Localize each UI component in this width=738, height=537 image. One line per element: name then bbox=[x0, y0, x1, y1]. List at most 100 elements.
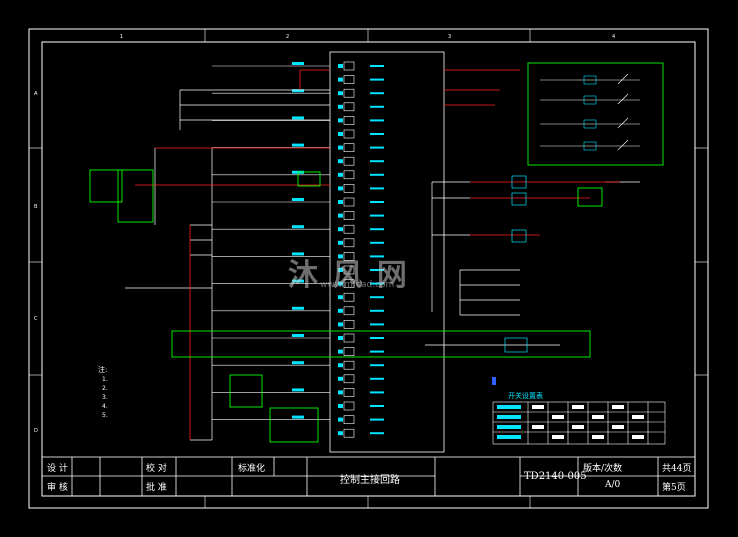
contact-icon bbox=[583, 75, 597, 85]
table-cell-mark-icon bbox=[592, 435, 604, 439]
version-label: 版本/次数 bbox=[583, 464, 623, 474]
terminal-marker-icon bbox=[338, 91, 343, 96]
grid-col-4: 4 bbox=[612, 34, 615, 40]
terminal-label-icon bbox=[370, 133, 384, 135]
watermark-url: www.mfcad.com bbox=[320, 280, 395, 290]
right-red-wiring bbox=[444, 69, 620, 236]
terminal-coil-icon bbox=[343, 279, 355, 288]
terminal-marker-icon bbox=[338, 322, 343, 327]
terminal-coil-icon bbox=[343, 320, 355, 329]
terminal-marker-icon bbox=[338, 308, 343, 313]
terminal-label-icon bbox=[370, 418, 384, 421]
notes-line-2: 2. bbox=[102, 385, 108, 392]
terminal-label-icon bbox=[370, 119, 384, 122]
terminal-label-icon bbox=[370, 364, 384, 367]
grid-col-3: 3 bbox=[448, 34, 451, 40]
terminal-coil-icon bbox=[343, 75, 355, 84]
terminal-coil-icon bbox=[343, 306, 355, 316]
approve-label: 批 准 bbox=[146, 483, 167, 493]
terminal-label-icon bbox=[370, 350, 384, 353]
right-coils bbox=[504, 175, 528, 353]
terminal-coil-icon bbox=[343, 428, 355, 438]
terminal-coil-icon bbox=[343, 170, 355, 180]
wire-tag-icon bbox=[292, 361, 304, 365]
wire-tag-icon bbox=[292, 252, 304, 256]
grid-col-2: 2 bbox=[286, 34, 289, 40]
switch-contact-icon bbox=[617, 117, 629, 129]
wire-tag-icon bbox=[292, 279, 304, 283]
design-label: 设 计 bbox=[47, 464, 68, 474]
terminal-label-icon bbox=[370, 201, 384, 203]
terminal-marker-icon bbox=[338, 145, 343, 150]
terminal-marker-icon bbox=[338, 404, 343, 408]
table-cell-mark-icon bbox=[632, 415, 644, 419]
terminal-marker-icon bbox=[338, 254, 343, 259]
title-block bbox=[41, 456, 696, 497]
review-label: 审 核 bbox=[47, 483, 68, 493]
terminal-coil-icon bbox=[343, 143, 355, 152]
terminal-marker-icon bbox=[338, 132, 343, 136]
terminal-label-icon bbox=[370, 228, 384, 231]
grid-labels: 1 2 3 4 A B C D bbox=[34, 34, 615, 434]
terminal-marker-icon bbox=[338, 159, 343, 164]
terminal-coil-icon bbox=[343, 238, 355, 248]
terminal-marker-icon bbox=[338, 336, 343, 340]
wire-tag-icon bbox=[292, 89, 304, 93]
watermark-text: 沐 风 网 bbox=[288, 258, 409, 293]
right-contacts bbox=[540, 73, 640, 151]
terminal-coil-icon bbox=[343, 102, 355, 112]
blue-note-marker bbox=[492, 377, 496, 385]
table-cell-mark-icon bbox=[592, 415, 604, 419]
terminal-column bbox=[329, 51, 445, 453]
switch-table-cells bbox=[497, 405, 644, 439]
terminal-marker-icon bbox=[338, 295, 343, 300]
table-cell-mark-icon bbox=[532, 405, 544, 409]
table-cell-mark-icon bbox=[572, 405, 584, 409]
wire-tag-icon bbox=[292, 334, 304, 337]
left-green-boxes bbox=[89, 169, 321, 443]
table-cell-mark-icon bbox=[532, 425, 544, 429]
notes-heading: 注: bbox=[98, 366, 108, 374]
terminal-coil-icon bbox=[343, 184, 355, 193]
outer-frame bbox=[28, 28, 709, 509]
table-cell-mark-icon bbox=[612, 405, 624, 409]
wire-tag-icon bbox=[292, 143, 304, 147]
wire-tag-icon bbox=[292, 62, 304, 65]
standard-label: 标准化 bbox=[238, 464, 266, 474]
terminal-marker-icon bbox=[338, 64, 343, 68]
terminal-coil-icon bbox=[343, 265, 355, 275]
total-pages: 共44页 bbox=[662, 464, 692, 474]
contact-icon bbox=[583, 119, 597, 129]
terminal-coil-icon bbox=[343, 252, 355, 261]
terminal-label-icon bbox=[370, 241, 384, 244]
wire-tag-icon bbox=[292, 306, 304, 310]
switch-contact-icon bbox=[617, 93, 629, 105]
table-cell-mark-icon bbox=[552, 415, 564, 419]
terminal-marker-icon bbox=[338, 104, 343, 109]
left-wiring bbox=[125, 89, 330, 441]
terminal-marker-icon bbox=[338, 213, 343, 218]
terminal-marker-icon bbox=[338, 186, 343, 191]
terminal-coil-icon bbox=[343, 211, 355, 220]
terminal-coil-icon bbox=[343, 415, 355, 424]
terminal-label-icon bbox=[370, 160, 384, 163]
terminal-label-icon bbox=[370, 405, 384, 407]
switch-table-caption: 开关设置表 bbox=[508, 392, 543, 400]
terminal-label-icon bbox=[370, 282, 384, 285]
terminal-label-icon bbox=[370, 173, 384, 176]
terminal-marker-icon bbox=[338, 431, 343, 436]
terminal-label-icon bbox=[370, 323, 384, 326]
terminal-marker-icon bbox=[338, 118, 343, 123]
drawing-number: TD2140-005 bbox=[524, 471, 587, 482]
switch-table bbox=[492, 401, 666, 445]
terminal-marker-icon bbox=[338, 227, 343, 232]
table-cell-mark-icon bbox=[552, 435, 564, 439]
table-cell-mark-icon bbox=[632, 435, 644, 439]
terminal-label-icon bbox=[370, 78, 384, 81]
terminal-coil-icon bbox=[343, 129, 355, 139]
terminal-coil-icon bbox=[343, 224, 355, 234]
right-upper-green-box bbox=[527, 62, 664, 166]
terminal-coil-icon bbox=[343, 347, 355, 356]
wire-tag-icon bbox=[292, 388, 304, 392]
